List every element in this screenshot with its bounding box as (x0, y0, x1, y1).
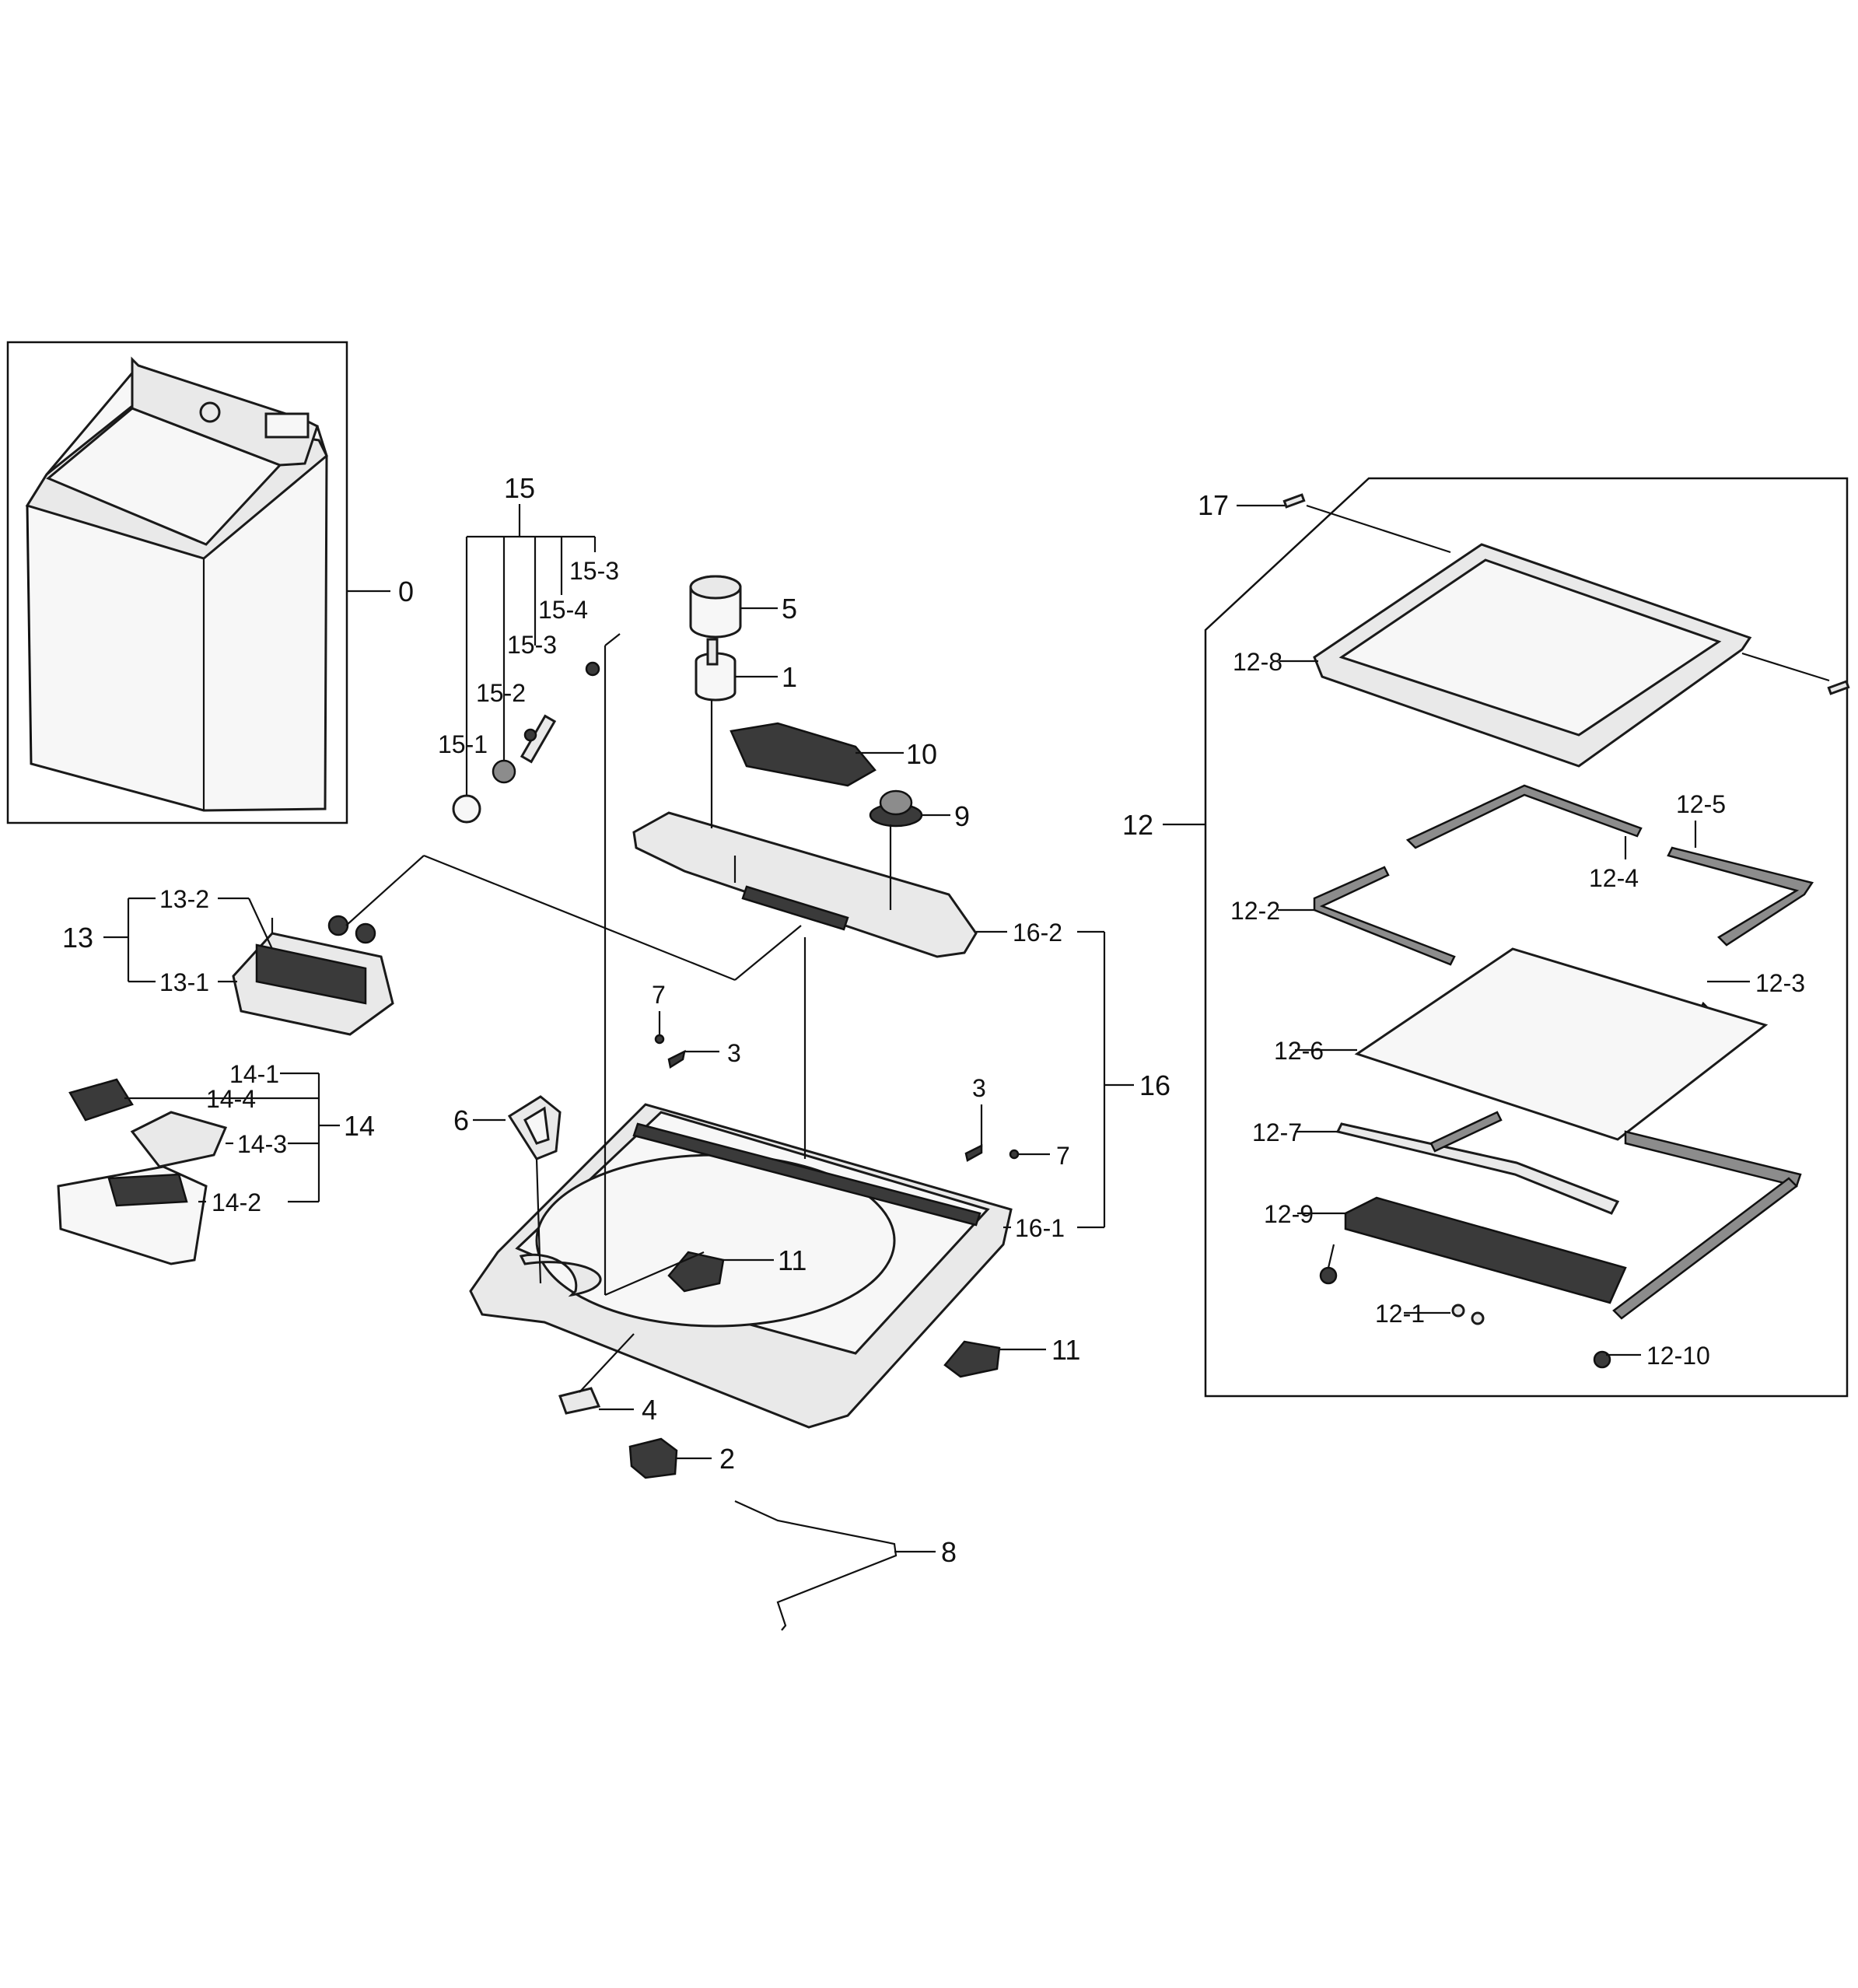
callout-labels: 0 15 15-3 15-4 15-3 15-2 15-1 5 1 10 9 1… (62, 472, 1805, 1568)
callout-3b: 3 (972, 1074, 986, 1102)
callout-4: 4 (642, 1394, 657, 1426)
callout-5: 5 (782, 593, 797, 625)
callout-14-4: 14-4 (206, 1085, 256, 1113)
callout-17: 17 (1198, 489, 1229, 521)
callout-11b: 11 (1051, 1334, 1080, 1366)
callout-12-6: 12-6 (1274, 1037, 1324, 1065)
callout-7b: 7 (1056, 1142, 1070, 1170)
pcb-assembly (730, 722, 877, 787)
lid-switch (628, 1437, 678, 1479)
callout-15-4: 15-4 (538, 596, 588, 624)
callout-13: 13 (62, 922, 93, 954)
wire-harness (734, 1500, 898, 1631)
callout-3a: 3 (727, 1039, 741, 1067)
washer-assembly-box (6, 341, 348, 824)
control-panel-frame (632, 811, 978, 958)
callout-6: 6 (453, 1104, 469, 1136)
callout-12-9: 12-9 (1264, 1200, 1314, 1228)
callout-1: 1 (782, 661, 797, 693)
selector-knob (869, 789, 923, 828)
callout-15-1: 15-1 (438, 730, 488, 758)
callout-8: 8 (941, 1536, 957, 1568)
callout-16: 16 (1139, 1069, 1170, 1101)
hinge-parts-group (452, 504, 600, 824)
leader-lines (103, 504, 1830, 1553)
callout-12-4: 12-4 (1589, 864, 1639, 892)
callout-12-5: 12-5 (1676, 790, 1726, 818)
callout-9: 9 (954, 800, 970, 832)
dispenser-assembly (232, 915, 394, 1036)
callout-13-2: 13-2 (159, 885, 209, 913)
callout-16-2: 16-2 (1013, 919, 1062, 947)
callout-11a: 11 (778, 1244, 807, 1276)
callout-12-3: 12-3 (1755, 969, 1805, 997)
dispenser-cap (507, 1095, 562, 1160)
callout-12-10: 12-10 (1646, 1342, 1710, 1370)
callout-14-2: 14-2 (212, 1188, 261, 1216)
top-cover (469, 1103, 1013, 1429)
callout-16-1: 16-1 (1015, 1214, 1065, 1242)
callout-14: 14 (344, 1110, 375, 1142)
callout-14-1: 14-1 (229, 1060, 279, 1088)
callout-13-1: 13-1 (159, 968, 209, 996)
callout-12-2: 12-2 (1230, 897, 1280, 925)
callout-2: 2 (719, 1443, 735, 1475)
callout-15-2: 15-2 (476, 679, 526, 707)
callout-15: 15 (504, 472, 535, 504)
callout-0: 0 (398, 576, 414, 607)
callout-15-3b: 15-3 (507, 631, 557, 659)
callout-12-7: 12-7 (1252, 1118, 1302, 1146)
small-fasteners (654, 1034, 1020, 1162)
detergent-drawer-group (57, 1078, 228, 1265)
callout-7a: 7 (652, 981, 666, 1009)
callout-12-8: 12-8 (1233, 648, 1282, 676)
callout-12: 12 (1122, 809, 1153, 841)
callout-12-1: 12-1 (1375, 1300, 1425, 1328)
callout-10: 10 (906, 738, 937, 770)
knob-parts (689, 575, 742, 702)
lid-assembly-box (1204, 477, 1850, 1398)
callout-14-3: 14-3 (237, 1130, 287, 1158)
callout-15-3a: 15-3 (569, 557, 619, 585)
